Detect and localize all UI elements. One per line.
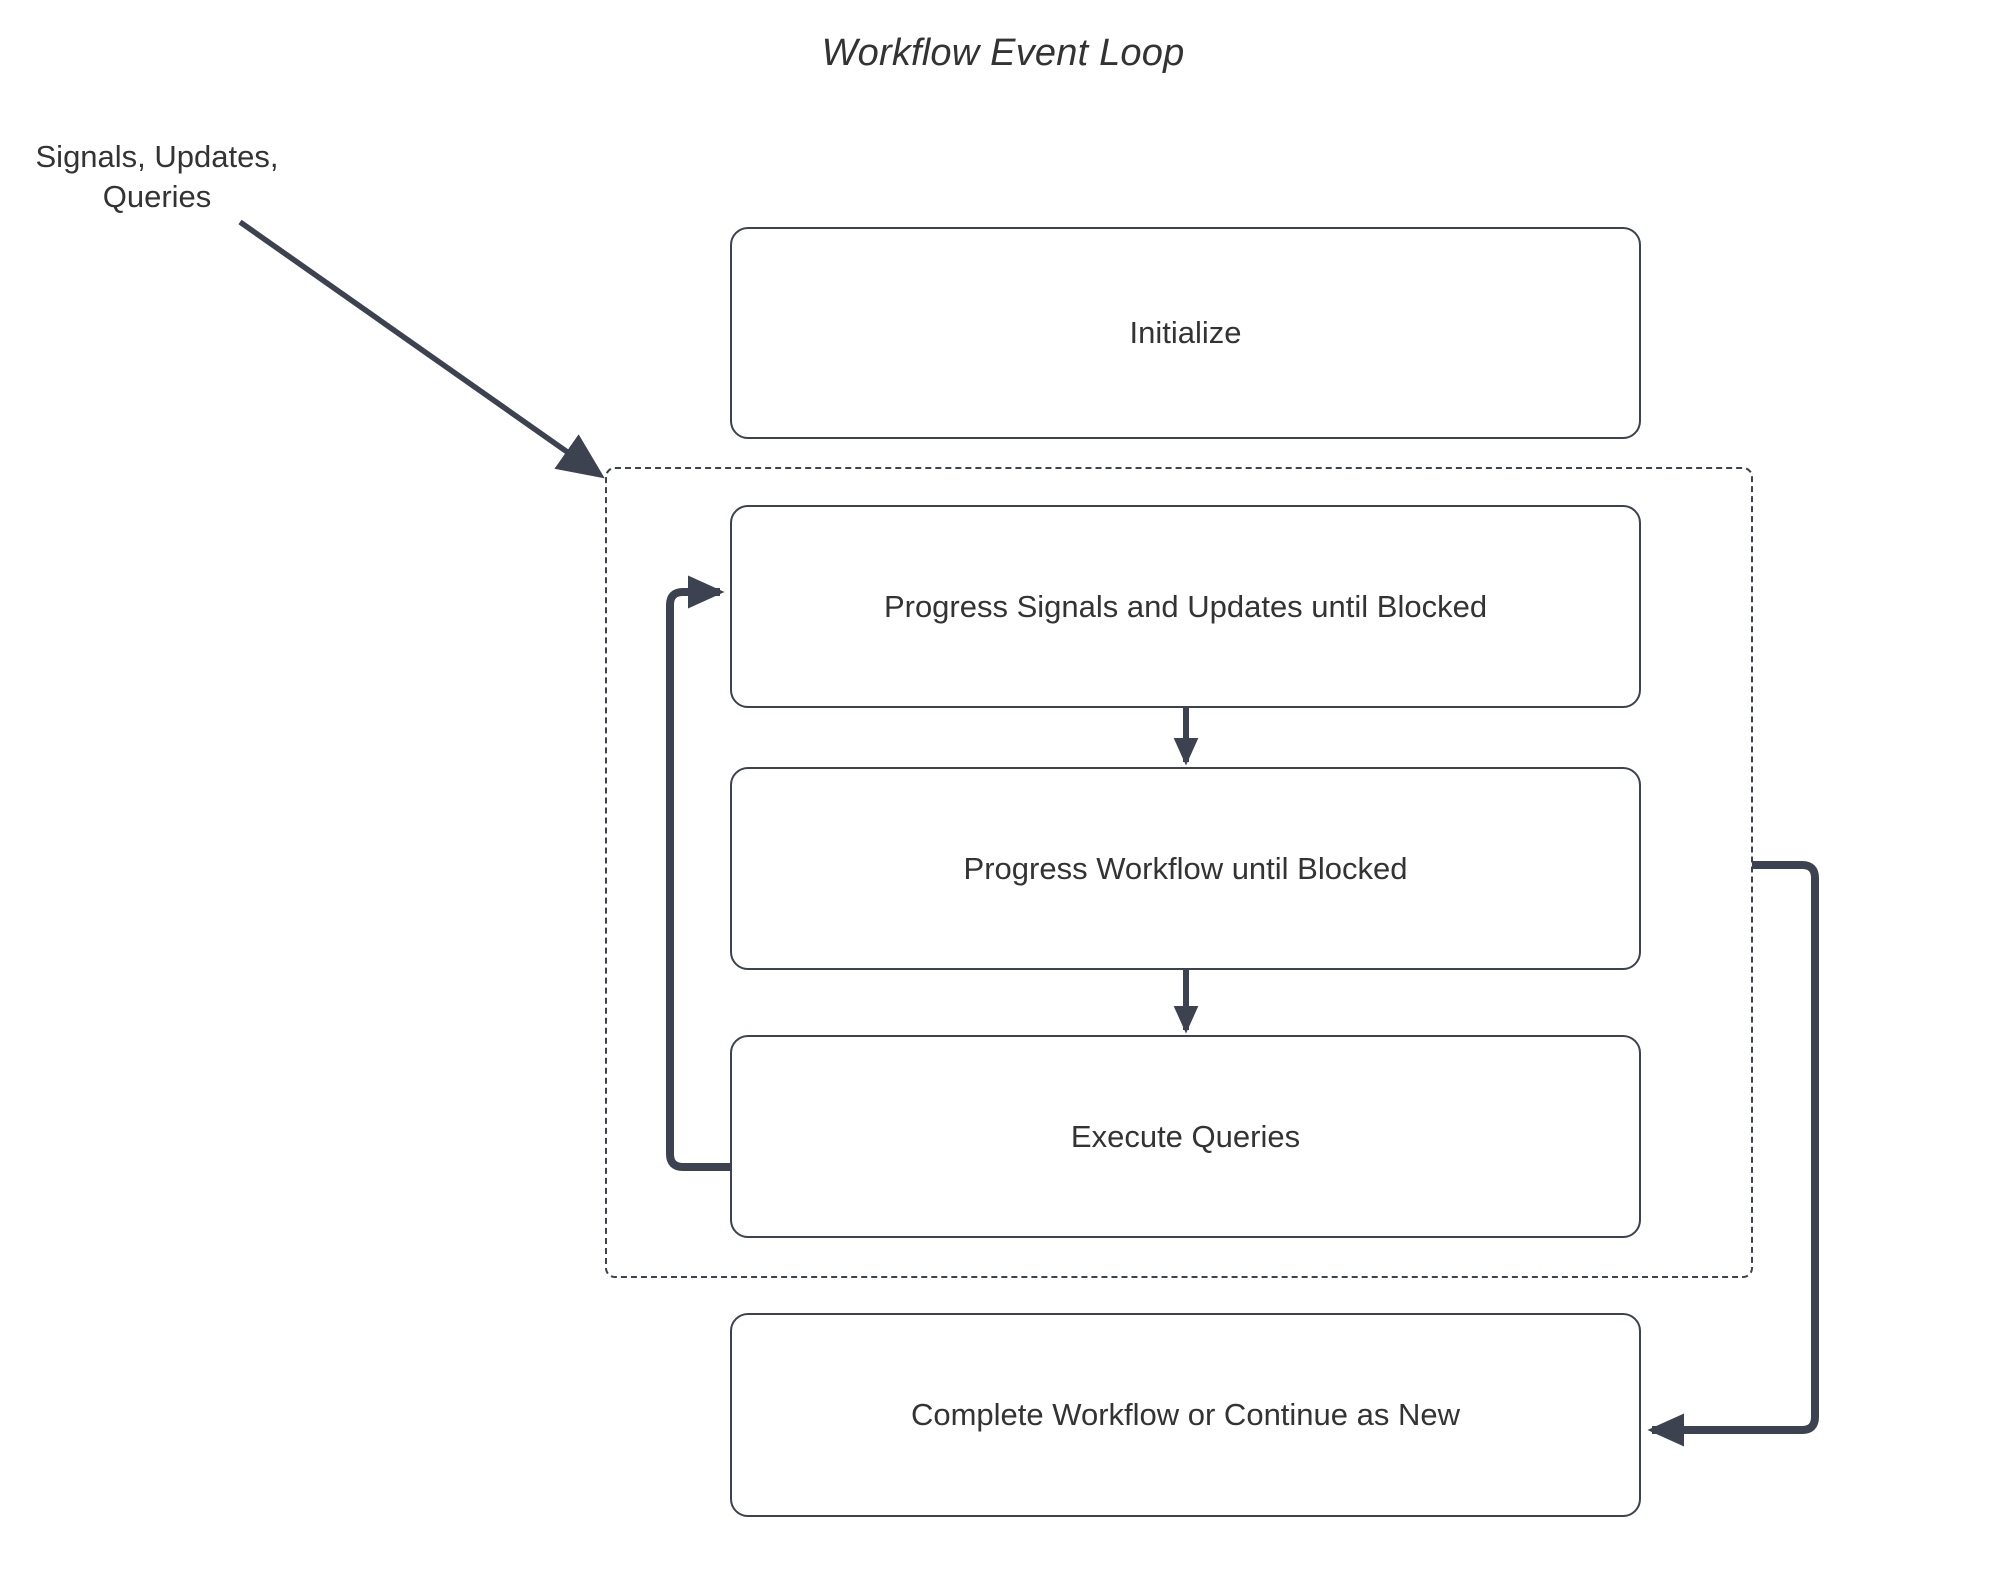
node-progress-workflow[interactable]: Progress Workflow until Blocked: [730, 767, 1641, 970]
external-input-label: Signals, Updates, Queries: [35, 139, 279, 214]
node-progress-signals-and-updates[interactable]: Progress Signals and Updates until Block…: [730, 505, 1641, 708]
diagram-title: Workflow Event Loop: [821, 32, 1185, 74]
edge-external-input: [238, 219, 605, 479]
node-complete-workflow[interactable]: Complete Workflow or Continue as New: [730, 1313, 1641, 1517]
node-progress-signals-and-updates-label: Progress Signals and Updates until Block…: [883, 588, 1488, 624]
node-initialize-label: Initialize: [1129, 315, 1242, 350]
node-initialize[interactable]: Initialize: [730, 227, 1641, 439]
node-complete-workflow-label: Complete Workflow or Continue as New: [910, 1397, 1461, 1432]
node-execute-queries[interactable]: Execute Queries: [730, 1035, 1641, 1238]
event-loop-group: [605, 467, 1753, 1278]
node-progress-workflow-label: Progress Workflow until Blocked: [963, 850, 1408, 886]
node-execute-queries-label: Execute Queries: [1070, 1118, 1301, 1154]
